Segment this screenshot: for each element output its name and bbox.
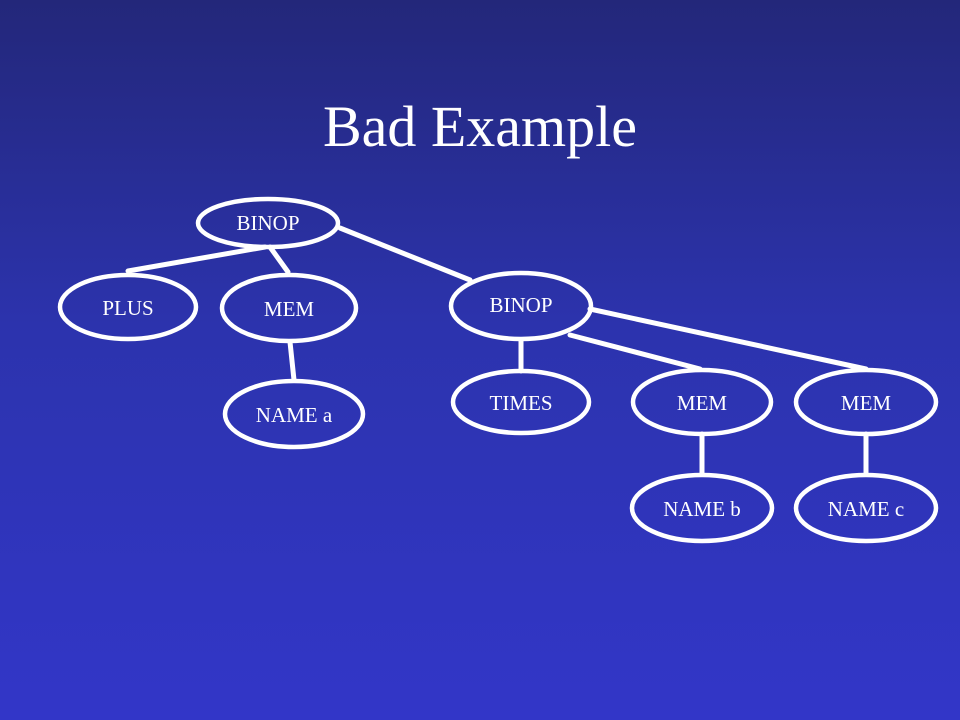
node-ellipse [448, 270, 594, 342]
edge-binop-root-plus [125, 244, 268, 274]
node-ellipse [793, 472, 939, 544]
node-label: PLUS [102, 296, 153, 320]
tree-node-name-c: NAME c [793, 472, 939, 544]
tree-node-times: TIMES [450, 368, 592, 436]
node-label: MEM [841, 391, 892, 415]
node-ellipse [195, 196, 341, 250]
edge-mem-a-name-a [287, 339, 297, 383]
node-label: BINOP [236, 211, 299, 235]
node-label: NAME c [828, 497, 904, 521]
node-label: MEM [264, 297, 315, 321]
node-ellipse [793, 367, 939, 437]
tree-node-name-a: NAME a [222, 378, 366, 450]
tree-node-mem-b: MEM [630, 367, 774, 437]
edge-binop-root-mem-a [267, 244, 291, 275]
node-label: NAME a [256, 403, 333, 427]
node-ellipse [630, 367, 774, 437]
tree-node-mem-a: MEM [219, 272, 359, 344]
tree-node-plus: PLUS [57, 272, 199, 342]
node-ellipse [629, 472, 775, 544]
node-label: TIMES [490, 391, 553, 415]
tree-node-mem-c: MEM [793, 367, 939, 437]
node-ellipse [222, 378, 366, 450]
edge-binop-inner-mem-c [587, 306, 869, 372]
tree-edges [125, 225, 869, 477]
node-ellipse [219, 272, 359, 344]
edge-binop-root-binop-inner [337, 225, 473, 283]
tree-node-binop-inner: BINOP [448, 270, 594, 342]
slide-title: Bad Example [322, 94, 638, 159]
node-label: NAME b [663, 497, 741, 521]
node-label: MEM [677, 391, 728, 415]
node-label: BINOP [489, 293, 552, 317]
node-ellipse [57, 272, 199, 342]
tree-node-name-b: NAME b [629, 472, 775, 544]
node-ellipse [450, 368, 592, 436]
tree-node-binop-root: BINOP [195, 196, 341, 250]
edge-binop-inner-mem-b [567, 332, 703, 372]
